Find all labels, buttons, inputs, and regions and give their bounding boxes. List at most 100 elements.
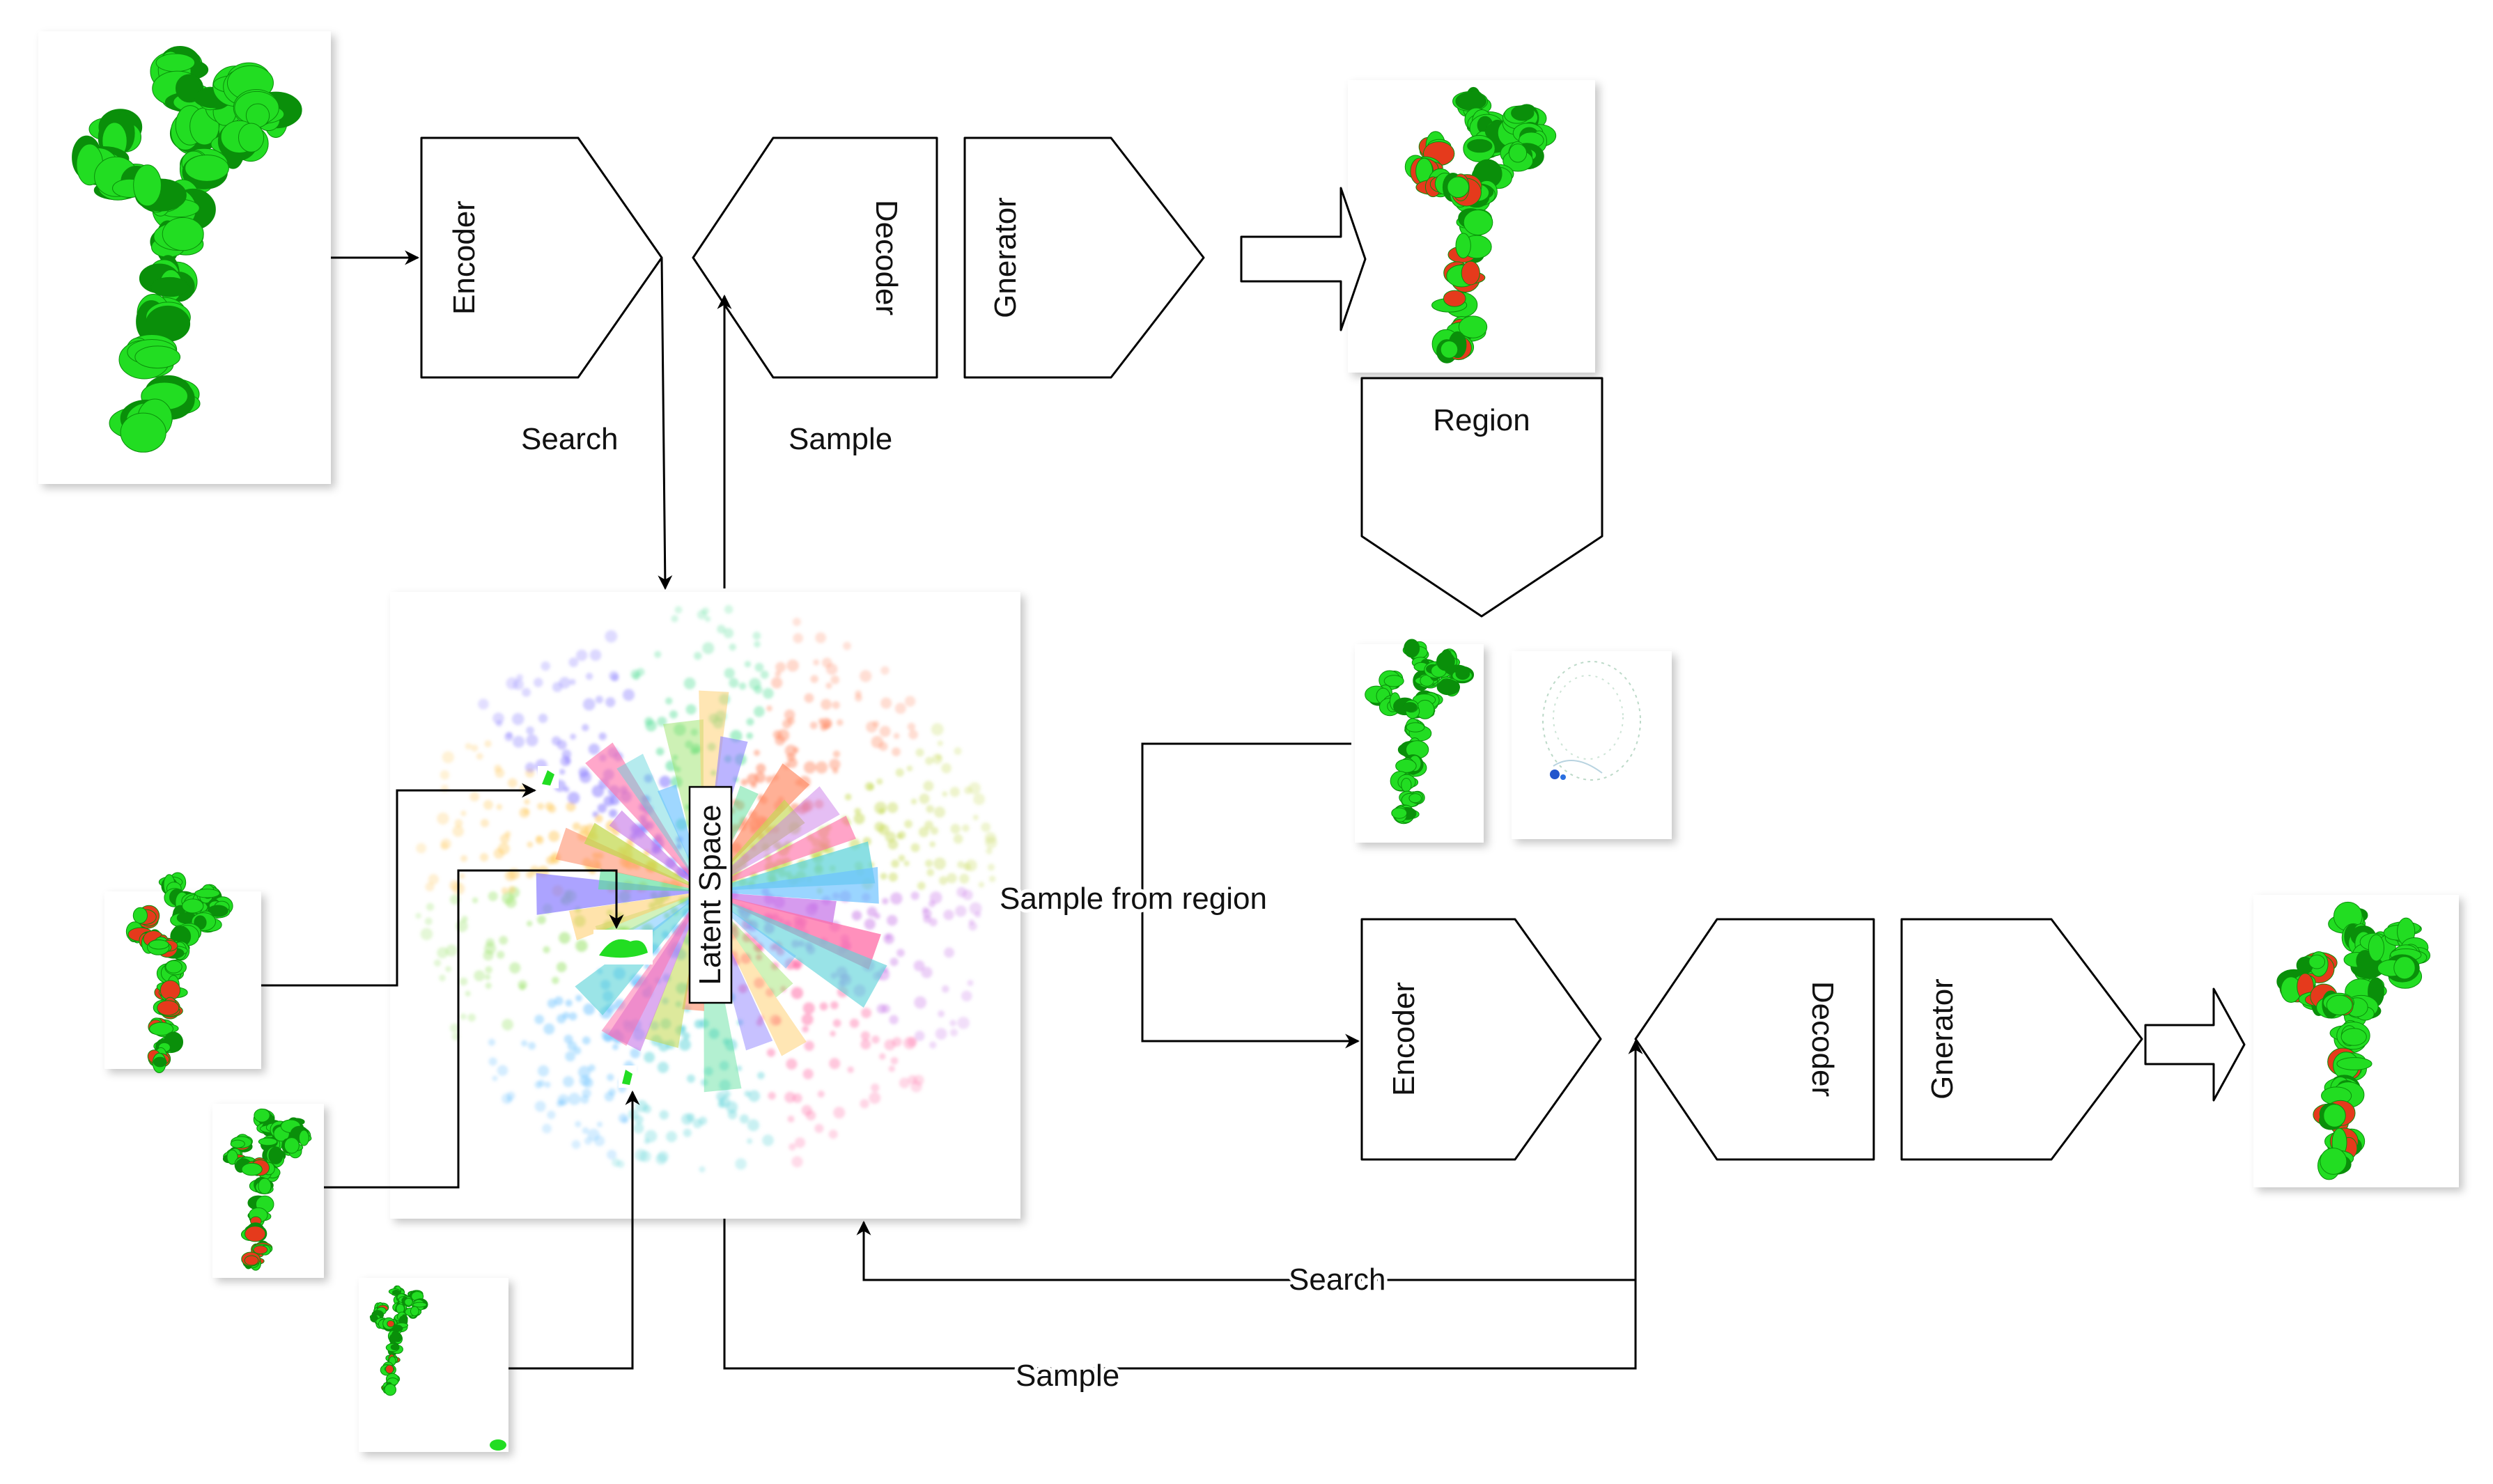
latent-point (919, 793, 930, 804)
region-block: Region (1360, 377, 1603, 618)
latent-point (729, 678, 739, 688)
latent-point (749, 678, 761, 690)
latent-point (792, 1093, 802, 1103)
latent-point (612, 1043, 619, 1050)
latent-point (536, 915, 546, 925)
latent-point (923, 781, 934, 792)
latent-point (917, 882, 926, 890)
latent-point (832, 1019, 841, 1028)
latent-point (533, 678, 543, 687)
latent-point (534, 1081, 543, 1089)
latent-point (967, 979, 974, 986)
protein-atom (1395, 758, 1417, 773)
latent-point (867, 907, 878, 917)
latent-point (582, 724, 589, 732)
protein-atom (226, 1149, 238, 1165)
latent-point (825, 682, 832, 689)
latent-point (622, 689, 635, 701)
latent-space-label-box: Latent Space (688, 786, 733, 1004)
latent-point (485, 966, 492, 974)
latent-point (756, 1019, 763, 1026)
protein-atom (1402, 702, 1418, 712)
latent-point (860, 1039, 871, 1050)
latent-point (537, 802, 545, 810)
protein-atom (162, 217, 204, 251)
latent-point (864, 918, 876, 930)
region-latent-image (1542, 661, 1641, 781)
latent-point (567, 791, 580, 804)
latent-point (744, 661, 752, 668)
protein-atom (284, 1137, 300, 1154)
latent-point (440, 770, 450, 780)
latent-point (957, 861, 965, 868)
latent-point (538, 713, 548, 724)
latent-point (723, 627, 734, 639)
latent-point (577, 1065, 591, 1079)
latent-point (460, 1013, 467, 1020)
latent-point (655, 747, 665, 756)
latent-point (460, 810, 467, 817)
latent-point (544, 1081, 551, 1088)
protein-atom (194, 889, 220, 898)
sample-bottom-label: Sample (1016, 1359, 1119, 1393)
protein-atom (2320, 1148, 2347, 1175)
latent-point (910, 843, 920, 852)
latent-point (593, 1135, 605, 1147)
latent-point (727, 1109, 738, 1120)
latent-point (815, 632, 826, 643)
latent-point (526, 734, 538, 747)
latent-point (547, 1110, 556, 1120)
latent-point (950, 824, 961, 834)
latent-point (747, 1119, 760, 1132)
latent-point (724, 604, 733, 614)
protein-atom (253, 1245, 268, 1255)
latent-point (748, 1090, 761, 1102)
latent-point (459, 977, 468, 986)
latent-point (988, 875, 996, 882)
latent-point (569, 678, 576, 685)
latent-point (607, 1149, 617, 1160)
latent-point (756, 763, 766, 774)
protein-atom (148, 939, 169, 950)
latent-point (542, 1123, 552, 1134)
protein-atom (384, 1384, 396, 1396)
latent-point (814, 1123, 824, 1133)
latent-point (420, 928, 433, 941)
query-protein-image-1 (125, 872, 233, 1073)
latent-point (683, 1128, 692, 1137)
latent-point (766, 775, 774, 783)
latent-point (678, 1038, 691, 1051)
latent-point (644, 717, 653, 726)
latent-point (941, 985, 949, 993)
latent-point (546, 856, 555, 865)
latent-point (794, 1137, 806, 1148)
latent-point (892, 1037, 902, 1047)
latent-point (754, 944, 763, 953)
latent-point (516, 673, 524, 681)
latent-point (762, 1134, 774, 1146)
latent-point (521, 1040, 528, 1047)
latent-point (472, 897, 479, 904)
latent-point (891, 859, 899, 868)
latent-point (484, 974, 491, 981)
latent-point (775, 671, 782, 678)
latent-point (582, 698, 596, 711)
latent-point (833, 1107, 846, 1119)
latent-point (495, 720, 503, 727)
latent-point (922, 909, 932, 919)
latent-point (949, 1029, 958, 1037)
protein-atom (1447, 176, 1470, 198)
latent-point (442, 751, 454, 764)
latent-point (460, 854, 467, 862)
latent-point (849, 1018, 860, 1029)
latent-point (753, 705, 765, 717)
latent-point (559, 769, 566, 775)
latent-point (449, 1023, 460, 1033)
protein-atom (2393, 956, 2416, 980)
latent-point (910, 798, 917, 805)
latent-point (802, 1025, 809, 1033)
protein-atom (1401, 778, 1412, 792)
latent-point (782, 719, 792, 729)
latent-point (512, 735, 525, 748)
latent-point (879, 726, 891, 737)
